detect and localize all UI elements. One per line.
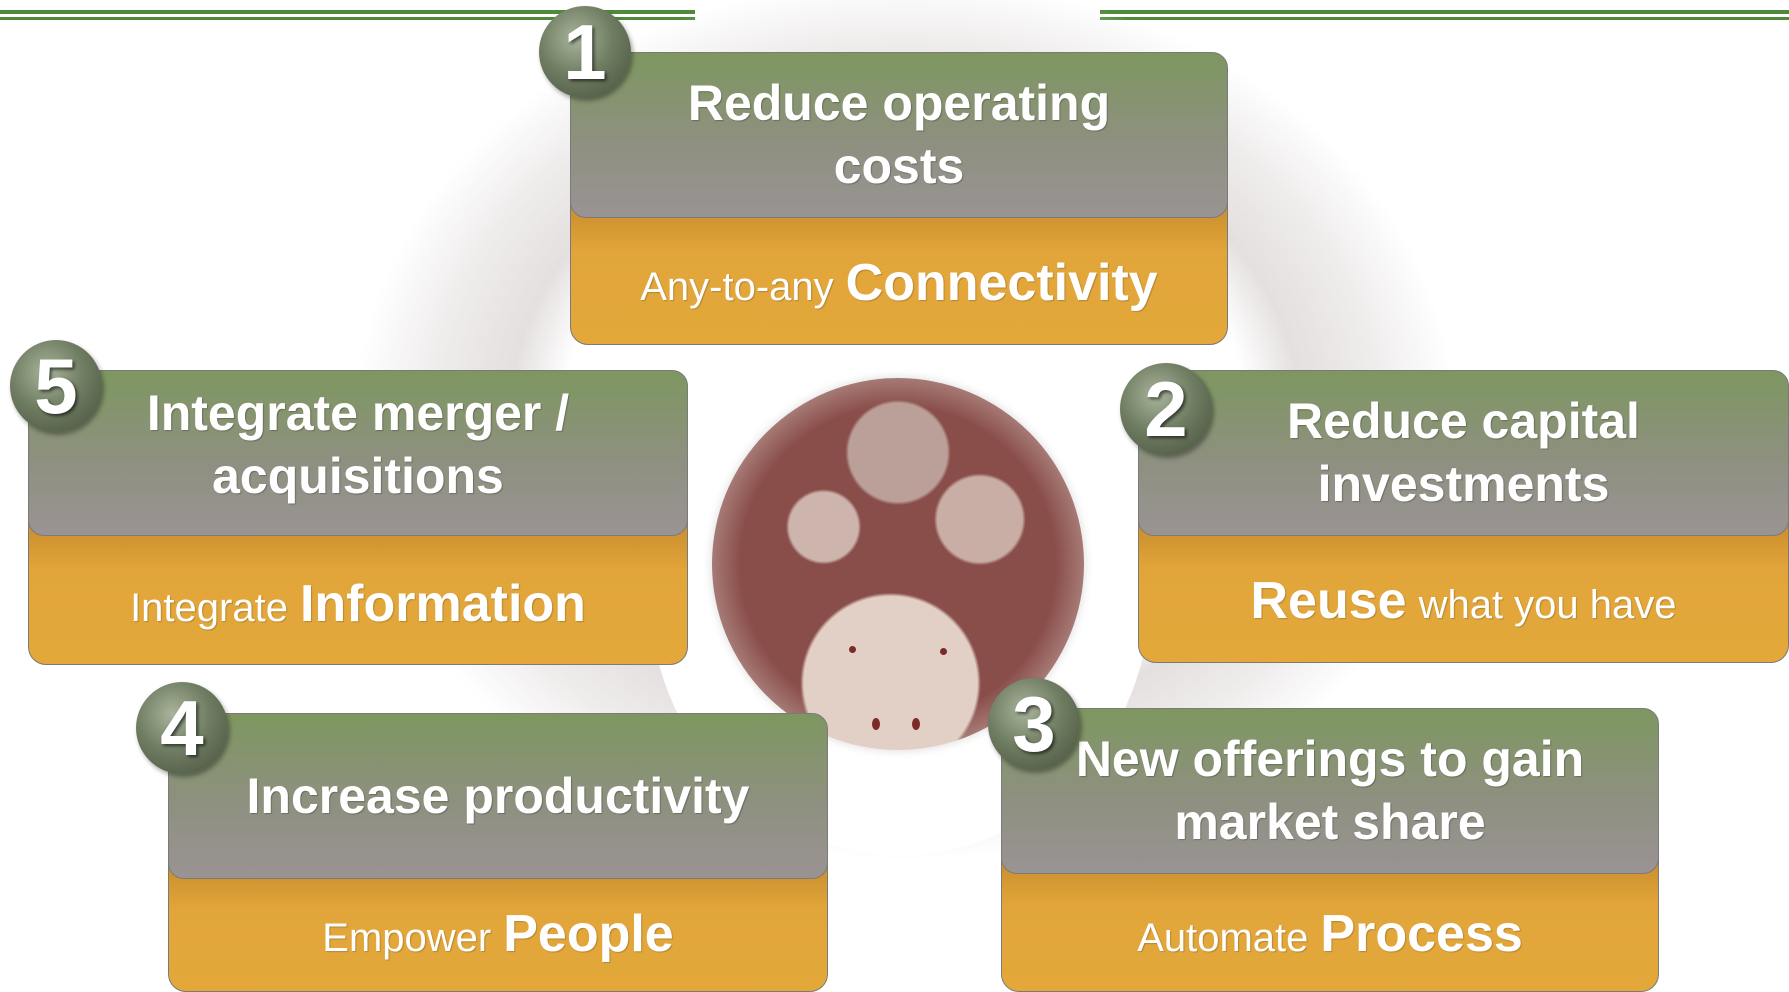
goal-band: Reduce operating costs	[570, 52, 1228, 218]
goal-text: New offerings to gain market share	[1075, 731, 1585, 850]
number-badge-4: 4	[136, 682, 228, 774]
goal-band: New offerings to gain market share	[1001, 708, 1659, 874]
goal-text: Reduce operating costs	[687, 75, 1111, 194]
card-integrate-merger: Integrate merger / acquisitions Integrat…	[28, 370, 688, 665]
goal-text: Reduce capital investments	[1287, 393, 1640, 512]
piggy-eye-right	[940, 648, 947, 655]
goal-band: Increase productivity	[168, 713, 828, 879]
goal-text: Integrate merger / acquisitions	[146, 385, 570, 504]
piggy-nostril-right	[912, 718, 920, 730]
piggy-eye-left	[849, 646, 856, 653]
number-badge-3: 3	[988, 678, 1080, 770]
number-badge-2: 2	[1120, 363, 1212, 455]
number-badge-5: 5	[10, 340, 102, 432]
goal-band: Integrate merger / acquisitions	[28, 370, 688, 536]
top-rule-left	[0, 10, 695, 20]
number-badge-1: 1	[539, 6, 631, 98]
card-new-offerings: New offerings to gain market share Autom…	[1001, 708, 1659, 992]
top-rule-right	[1100, 10, 1789, 20]
goal-band: Reduce capital investments	[1138, 370, 1789, 536]
goal-text: Increase productivity	[246, 767, 750, 824]
piggy-nostril-left	[872, 718, 880, 730]
